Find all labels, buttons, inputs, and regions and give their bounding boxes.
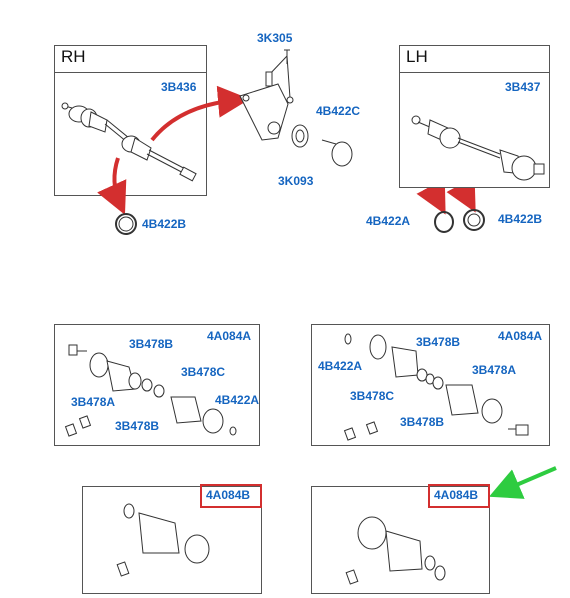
rh-outer-kit-panel <box>82 486 262 594</box>
rh-side-label: RH <box>61 47 86 66</box>
rh-shaft-code[interactable]: 3B436 <box>161 80 197 94</box>
lh-kit-clamp-left[interactable]: 3B478C <box>350 389 395 403</box>
rh-outer-kit-drawing <box>116 503 210 577</box>
lh-kit-code[interactable]: 4A084A <box>498 329 543 343</box>
bracket-assembly-drawing <box>239 49 353 167</box>
rh-outer-kit-highlight <box>200 484 262 508</box>
lh-side-label: LH <box>406 47 428 66</box>
rh-circlip-code[interactable]: 4B422B <box>142 217 187 231</box>
rh-driveshaft-panel: RH 3B436 <box>54 45 207 196</box>
bracket-bolt-code[interactable]: 3K305 <box>257 31 293 45</box>
lh-kit-clamp-bottom[interactable]: 3B478B <box>400 415 445 429</box>
lh-circlip-b-code[interactable]: 4B422B <box>498 212 543 226</box>
lh-shaft-code[interactable]: 3B437 <box>505 80 541 94</box>
lh-circlip-b-part <box>463 209 485 231</box>
lh-circlip-a-part <box>434 211 454 233</box>
lh-driveshaft-drawing <box>411 115 545 181</box>
lh-kit-clamp-top[interactable]: 3B478B <box>416 335 461 349</box>
green-pointer-arrow <box>488 466 557 499</box>
lh-outer-kit-drawing <box>345 516 446 585</box>
rh-kit-panel: 4A084A 3B478B 3B478C 3B478A 4B422A 3B478… <box>54 324 260 446</box>
rh-kit-clamp-bottom[interactable]: 3B478B <box>115 419 160 433</box>
rh-panel-header: RH <box>55 46 206 73</box>
lh-outer-kit-panel <box>311 486 490 594</box>
rh-kit-drawing <box>64 344 237 437</box>
lh-circlip-a-code[interactable]: 4B422A <box>366 214 411 228</box>
rh-outer-kit-code[interactable]: 4A084B <box>206 488 251 502</box>
seal-code[interactable]: 4B422C <box>316 104 361 118</box>
lh-kit-circlip[interactable]: 4B422A <box>318 359 363 373</box>
lh-outer-kit-code[interactable]: 4A084B <box>434 488 479 502</box>
lh-kit-panel: 4A084A 3B478B 4B422A 3B478A 3B478C 3B478… <box>311 324 550 446</box>
lh-panel-header: LH <box>400 46 549 73</box>
lh-kit-clamp-right[interactable]: 3B478A <box>472 363 517 377</box>
bearing-code[interactable]: 3K093 <box>278 174 314 188</box>
lh-kit-drawing <box>343 333 529 441</box>
lh-driveshaft-panel: LH 3B437 <box>399 45 550 188</box>
rh-kit-code[interactable]: 4A084A <box>207 329 252 343</box>
rh-driveshaft-drawing <box>61 102 197 182</box>
rh-kit-clamp-left[interactable]: 3B478A <box>71 395 116 409</box>
rh-kit-clamp-right[interactable]: 3B478C <box>181 365 226 379</box>
lh-outer-kit-highlight <box>428 484 490 508</box>
rh-kit-circlip[interactable]: 4B422A <box>215 393 260 407</box>
rh-circlip-part <box>115 213 137 235</box>
rh-kit-clamp-top[interactable]: 3B478B <box>129 337 174 351</box>
